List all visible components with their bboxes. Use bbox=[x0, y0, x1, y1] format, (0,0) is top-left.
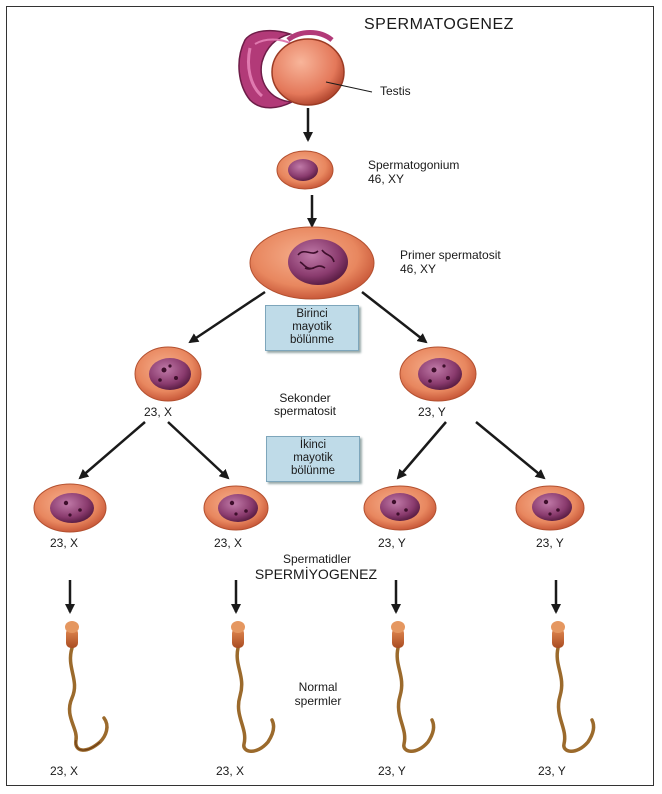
spermatid-1 bbox=[34, 484, 106, 532]
arrow-primary-to-secondary-right bbox=[362, 292, 426, 342]
primary-spermatocyte-karyotype: 46, XY bbox=[400, 262, 436, 276]
spermatid-3 bbox=[364, 486, 436, 530]
arrow-primary-to-secondary-left bbox=[190, 292, 265, 342]
sperm-3 bbox=[391, 621, 434, 751]
meiosis-1-box: Birinci mayotik bölünme bbox=[265, 305, 359, 351]
spermatid-1-karyotype: 23, X bbox=[50, 536, 78, 550]
arrow-secondary-left-to-spermatid-1 bbox=[80, 422, 145, 478]
primary-spermatocyte-label: Primer spermatosit bbox=[400, 248, 501, 262]
secondary-label-line-1: Sekonder bbox=[262, 391, 348, 405]
meiosis-2-line-2: mayotik bbox=[267, 452, 359, 465]
spermatid-4-karyotype: 23, Y bbox=[536, 536, 564, 550]
sperm-2 bbox=[231, 621, 274, 751]
secondary-label-line-2: spermatosit bbox=[262, 404, 348, 418]
spermatids-label: Spermatidler bbox=[262, 552, 372, 566]
meiosis-2-line-3: bölünme bbox=[267, 465, 359, 478]
sperm-4-karyotype: 23, Y bbox=[538, 764, 566, 778]
spermatid-4 bbox=[516, 486, 584, 530]
secondary-left-karyotype: 23, X bbox=[144, 405, 172, 419]
sperm-4 bbox=[551, 621, 594, 751]
sperm-3-karyotype: 23, Y bbox=[378, 764, 406, 778]
meiosis-2-box: İkinci mayotik bölünme bbox=[266, 436, 360, 482]
diagram-title: SPERMATOGENEZ bbox=[364, 16, 514, 34]
sperm-2-karyotype: 23, X bbox=[216, 764, 244, 778]
spermiogenesis-label: SPERMİYOGENEZ bbox=[226, 566, 406, 582]
spermatid-2 bbox=[204, 486, 268, 530]
secondary-spermatocyte-right bbox=[400, 347, 476, 401]
arrow-secondary-left-to-spermatid-2 bbox=[168, 422, 228, 478]
sperm-label-line-2: spermler bbox=[280, 694, 356, 708]
sperm-1-karyotype: 23, X bbox=[50, 764, 78, 778]
spermatid-2-karyotype: 23, X bbox=[214, 536, 242, 550]
meiosis-1-line-3: bölünme bbox=[266, 334, 358, 347]
meiosis-2-line-1: İkinci bbox=[267, 439, 359, 452]
secondary-spermatocyte-left bbox=[135, 347, 201, 401]
meiosis-1-line-2: mayotik bbox=[266, 321, 358, 334]
spermatogonium-label: Spermatogonium bbox=[368, 158, 459, 172]
spermatogonium-karyotype: 46, XY bbox=[368, 172, 404, 186]
spermatogonium-cell bbox=[277, 151, 333, 189]
arrow-secondary-right-to-spermatid-4 bbox=[476, 422, 544, 478]
arrow-secondary-right-to-spermatid-3 bbox=[398, 422, 446, 478]
meiosis-1-line-1: Birinci bbox=[266, 308, 358, 321]
sperm-1 bbox=[65, 621, 107, 750]
spermatid-3-karyotype: 23, Y bbox=[378, 536, 406, 550]
testis-label: Testis bbox=[380, 84, 411, 98]
primary-spermatocyte-cell bbox=[250, 227, 374, 299]
sperm-label-line-1: Normal bbox=[280, 680, 356, 694]
secondary-right-karyotype: 23, Y bbox=[418, 405, 446, 419]
testis-illustration bbox=[239, 31, 372, 108]
